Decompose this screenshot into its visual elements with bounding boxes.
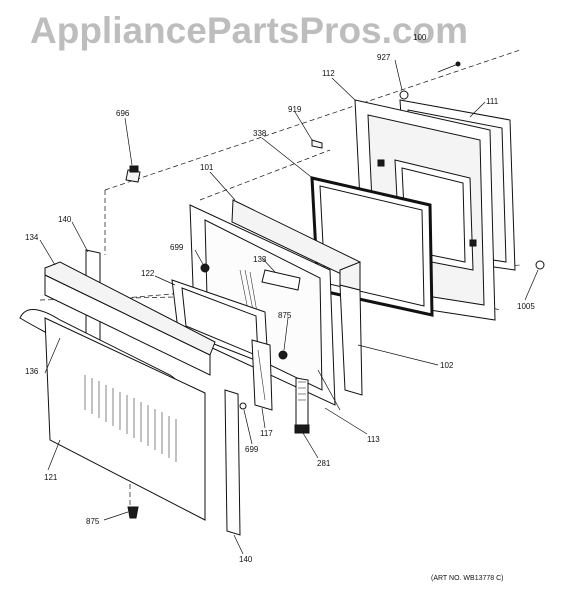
callout-699-upper: 699 xyxy=(170,243,184,252)
callout-117: 117 xyxy=(260,429,273,438)
callout-136: 136 xyxy=(25,367,39,376)
callout-134: 134 xyxy=(25,233,39,242)
callout-leaders xyxy=(39,59,539,555)
art-number-label: (ART NO. WB13778 C) xyxy=(431,575,504,582)
callout-875-upper: 875 xyxy=(278,311,292,320)
part-134-door-top-trim xyxy=(44,261,216,376)
callout-140-upper: 140 xyxy=(58,215,72,224)
callout-927: 927 xyxy=(377,53,391,62)
part-133-bracket xyxy=(239,269,301,321)
callout-281: 281 xyxy=(317,459,331,468)
part-117-hinge-strip xyxy=(251,339,273,411)
callout-100: 100 xyxy=(413,33,427,42)
part-113-side-trim xyxy=(317,369,341,411)
part-281-door-hinge xyxy=(294,377,310,434)
callout-919: 919 xyxy=(288,105,302,114)
callout-113: 113 xyxy=(367,435,380,444)
glass-hatching xyxy=(84,375,177,462)
part-101-door-insulation xyxy=(231,199,363,396)
callout-111: 111 xyxy=(486,97,499,106)
callout-338: 338 xyxy=(253,129,267,138)
callout-101: 101 xyxy=(200,163,214,172)
callout-875-lower: 875 xyxy=(86,517,100,526)
callout-labels: 100 927 112 111 919 696 338 101 140 134 … xyxy=(25,33,535,564)
fasteners xyxy=(125,61,545,519)
callout-121: 121 xyxy=(44,473,58,482)
callout-133: 133 xyxy=(253,255,267,264)
callout-699-lower: 699 xyxy=(245,445,259,454)
callout-140-lower: 140 xyxy=(239,555,253,564)
callout-1005: 1005 xyxy=(517,302,535,311)
callout-696: 696 xyxy=(116,109,130,118)
part-140-side-trim-bottom xyxy=(224,389,241,536)
site-watermark: AppliancePartsPros.com xyxy=(30,10,468,51)
callout-102: 102 xyxy=(440,361,454,370)
callout-112: 112 xyxy=(322,69,335,78)
callout-122: 122 xyxy=(141,269,155,278)
part-121-outer-door-panel xyxy=(44,317,206,521)
